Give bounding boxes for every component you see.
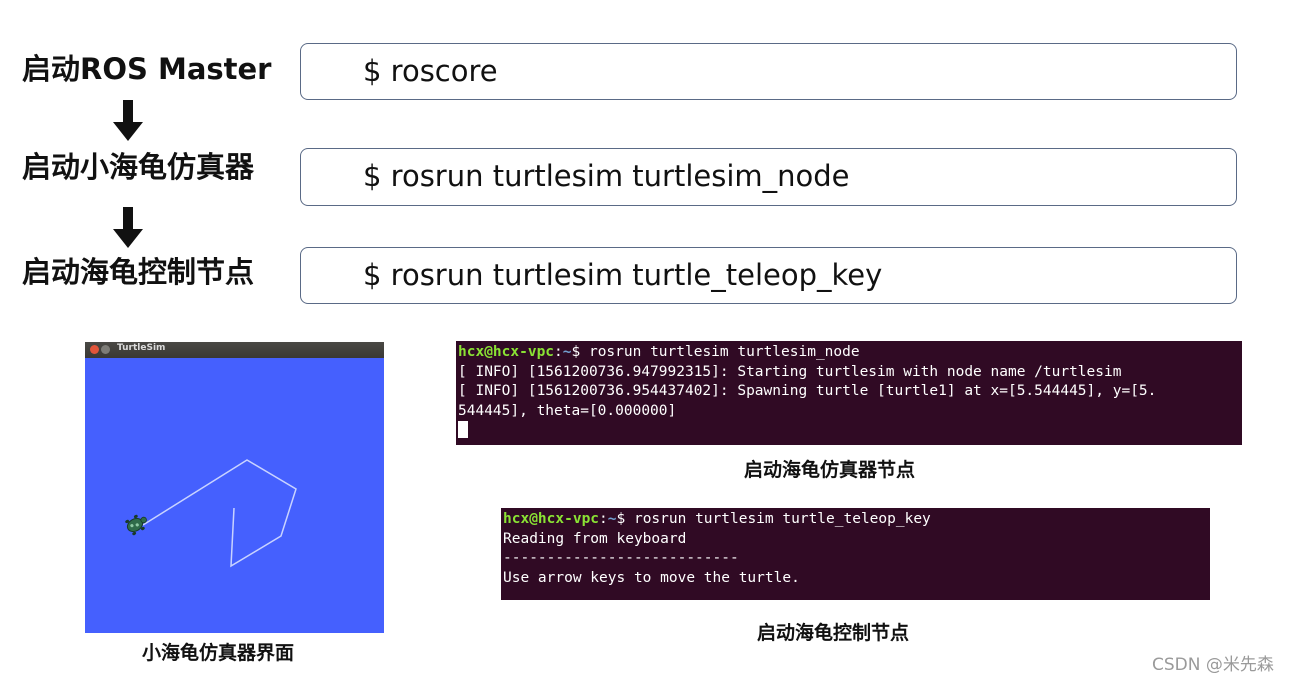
terminal-cursor — [458, 421, 468, 438]
prompt-sep: : — [599, 511, 608, 527]
down-arrow-icon — [113, 100, 143, 141]
window-title: TurtleSim — [117, 343, 166, 353]
close-icon[interactable] — [90, 345, 99, 354]
turtlesim-window: TurtleSim — [85, 342, 384, 633]
terminal-line: [ INFO] [1561200736.947992315]: Starting… — [458, 363, 1122, 380]
terminal-turtlesim[interactable]: hcx@hcx-vpc:~$ rosrun turtlesim turtlesi… — [456, 341, 1242, 445]
terminal-line: [ INFO] [1561200736.954437402]: Spawning… — [458, 383, 1157, 399]
command-box-roscore: $ roscore — [300, 43, 1237, 100]
command-box-teleop: $ rosrun turtlesim turtle_teleop_key — [300, 247, 1237, 304]
prompt-end: $ — [571, 344, 589, 360]
terminal-line: 544445], theta=[0.000000] — [458, 402, 677, 419]
terminal-command: rosrun turtlesim turtle_teleop_key — [633, 511, 931, 527]
terminal-line: Reading from keyboard — [503, 530, 687, 547]
terminal-line: Use arrow keys to move the turtle. — [503, 569, 800, 586]
turtlesim-canvas — [85, 358, 384, 633]
step-label-teleop: 启动海龟控制节点 — [22, 255, 255, 289]
terminal-teleop[interactable]: hcx@hcx-vpc:~$ rosrun turtlesim turtle_t… — [501, 508, 1210, 600]
step-label-turtlesim: 启动小海龟仿真器 — [22, 150, 255, 184]
prompt-user: hcx@hcx-vpc — [458, 344, 555, 360]
prompt-path: ~ — [607, 511, 617, 527]
step-label-ros-master: 启动ROS Master — [22, 52, 272, 86]
down-arrow-icon — [113, 207, 143, 248]
command-text: $ rosrun turtlesim turtle_teleop_key — [363, 258, 883, 292]
prompt-end: $ — [616, 511, 634, 527]
terminal-command: rosrun turtlesim turtlesim_node — [588, 344, 860, 360]
minimize-icon[interactable] — [101, 345, 110, 354]
terminal-line: --------------------------- — [503, 550, 739, 566]
command-text: $ rosrun turtlesim turtlesim_node — [363, 159, 850, 193]
command-box-turtlesim: $ rosrun turtlesim turtlesim_node — [300, 148, 1237, 206]
prompt-user: hcx@hcx-vpc — [503, 511, 600, 527]
watermark: CSDN @米先森 — [1152, 655, 1274, 675]
turtle-icon — [125, 514, 147, 536]
terminal-teleop-caption: 启动海龟控制节点 — [757, 622, 910, 644]
turtlesim-caption: 小海龟仿真器界面 — [142, 642, 295, 664]
turtle-path — [125, 459, 297, 568]
window-titlebar: TurtleSim — [85, 342, 384, 358]
command-text: $ roscore — [363, 54, 498, 88]
prompt-sep: : — [554, 344, 563, 360]
prompt-path: ~ — [562, 344, 572, 360]
terminal-turtlesim-caption: 启动海龟仿真器节点 — [744, 459, 916, 481]
